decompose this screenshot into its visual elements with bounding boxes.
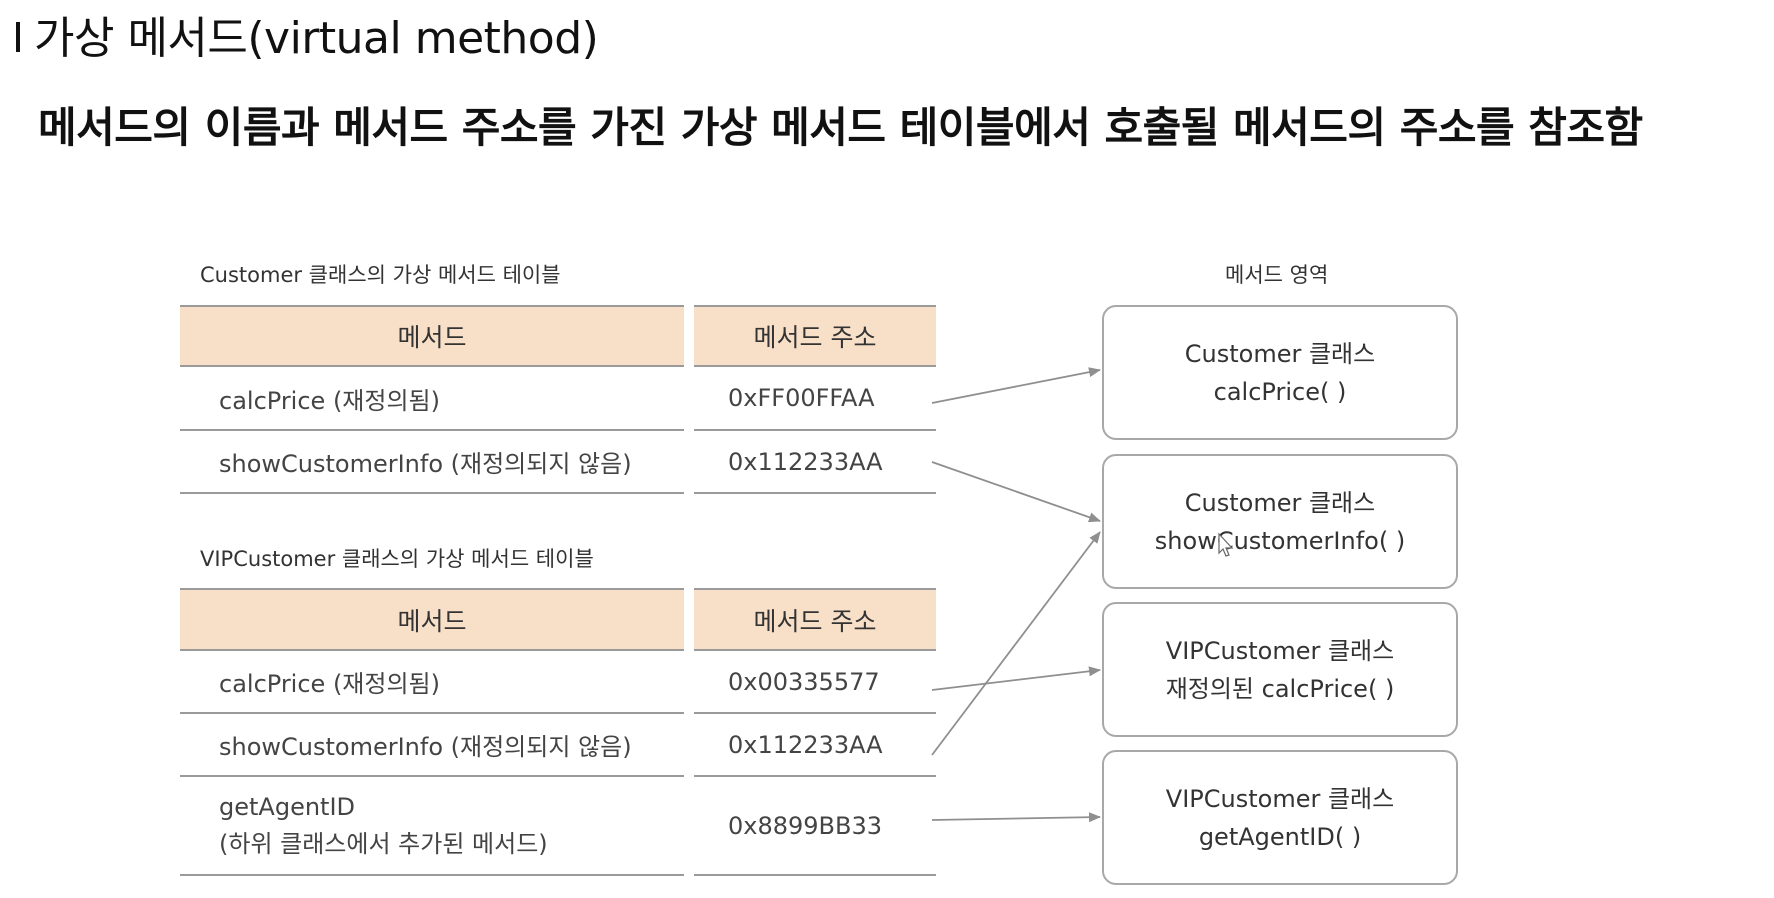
vip-row-3-method-name: getAgentID [219, 792, 356, 821]
customer-table-caption: Customer 클래스의 가상 메서드 테이블 [200, 263, 561, 287]
method-box-4-class: VIPCustomer 클래스 [1165, 784, 1395, 813]
vip-row-1-method: calcPrice (재정의됨) [180, 651, 684, 714]
vip-row-1-address-text: 0x00335577 [728, 667, 880, 696]
vip-row-2-address-text: 0x112233AA [728, 730, 883, 759]
method-box-4-method: getAgentID( ) [1198, 822, 1362, 851]
customer-header-address: 메서드 주소 [694, 305, 936, 367]
method-box-vip-getagentid: VIPCustomer 클래스 getAgentID( ) [1102, 750, 1458, 885]
slide-subtitle: 메서드의 이름과 메서드 주소를 가진 가상 메서드 테이블에서 호출될 메서드… [38, 103, 1643, 152]
method-box-2-method: showCustomerInfo( ) [1154, 526, 1406, 555]
method-box-3-method: 재정의된 calcPrice( ) [1165, 674, 1395, 703]
arrow-vip-getagentid [931, 812, 1101, 823]
slide-title: 가상 메서드(virtual method) [16, 2, 599, 66]
customer-row-1-address-text: 0xFF00FFAA [728, 384, 875, 412]
mouse-cursor-icon [1218, 532, 1234, 557]
arrow-customer-calcprice [931, 367, 1101, 404]
vip-row-3-address-text: 0x8899BB33 [728, 811, 883, 840]
customer-row-2-address: 0x112233AA [694, 431, 936, 494]
vip-row-3-method: getAgentID (하위 클래스에서 추가된 메서드) [180, 777, 684, 876]
method-box-1-method: calcPrice( ) [1213, 377, 1347, 406]
method-box-customer-showcustomerinfo: Customer 클래스 showCustomerInfo( ) [1102, 454, 1458, 589]
customer-row-2-address-text: 0x112233AA [728, 447, 883, 476]
vip-row-3-address: 0x8899BB33 [694, 777, 936, 876]
vip-row-1-method-text: calcPrice (재정의됨) [219, 670, 440, 698]
vip-row-2-method-text: showCustomerInfo (재정의되지 않음) [219, 733, 632, 761]
customer-row-2-method-text: showCustomerInfo (재정의되지 않음) [219, 450, 632, 478]
customer-row-1-method-text: calcPrice (재정의됨) [219, 386, 440, 415]
title-text: 가상 메서드(virtual method) [34, 13, 599, 64]
method-box-2-class: Customer 클래스 [1184, 488, 1376, 517]
vip-row-2-method: showCustomerInfo (재정의되지 않음) [180, 714, 684, 777]
vip-header-address: 메서드 주소 [694, 588, 936, 651]
method-area-caption: 메서드 영역 [1225, 263, 1329, 287]
customer-row-2-method: showCustomerInfo (재정의되지 않음) [180, 431, 684, 494]
arrow-customer-showcustomerinfo [931, 461, 1101, 523]
vip-row-2-address: 0x112233AA [694, 714, 936, 777]
arrow-vip-showcustomerinfo [931, 531, 1101, 756]
method-box-1-class: Customer 클래스 [1184, 339, 1376, 368]
customer-row-1-method: calcPrice (재정의됨) [180, 367, 684, 431]
method-box-vip-calcprice: VIPCustomer 클래스 재정의된 calcPrice( ) [1102, 602, 1458, 737]
vip-row-3-method-note: (하위 클래스에서 추가된 메서드) [219, 829, 548, 858]
arrow-vip-calcprice [931, 666, 1101, 691]
method-box-3-class: VIPCustomer 클래스 [1165, 636, 1395, 665]
method-box-customer-calcprice: Customer 클래스 calcPrice( ) [1102, 305, 1458, 440]
customer-header-method: 메서드 [180, 305, 684, 367]
vip-header-method: 메서드 [180, 588, 684, 651]
vip-table-caption: VIPCustomer 클래스의 가상 메서드 테이블 [200, 547, 594, 571]
title-bar-decoration [16, 22, 20, 52]
customer-row-1-address: 0xFF00FFAA [694, 367, 936, 431]
vip-row-1-address: 0x00335577 [694, 651, 936, 714]
